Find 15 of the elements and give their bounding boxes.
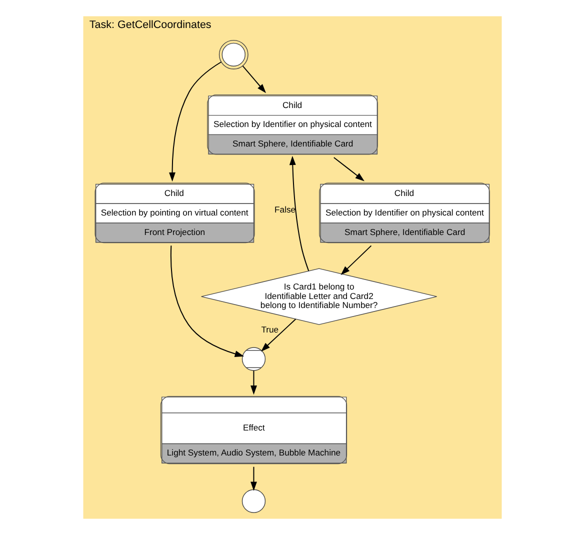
arrow xyxy=(260,318,296,352)
node-circle xyxy=(241,489,266,513)
arrow xyxy=(340,245,372,275)
node-circle xyxy=(241,347,266,371)
arrow xyxy=(168,62,221,182)
node-circle xyxy=(218,40,248,70)
arrow xyxy=(242,66,266,94)
arrow xyxy=(250,370,256,395)
node-diamond: Is Card1 belong to Identifiable Letter and Card2 belong to Identifiable Number? xyxy=(200,268,437,325)
edge-label: False xyxy=(274,204,296,214)
arrow xyxy=(333,157,364,182)
edge-label: True xyxy=(260,324,278,334)
arrow xyxy=(170,246,244,357)
arrow xyxy=(288,156,309,272)
arrow xyxy=(250,466,256,491)
